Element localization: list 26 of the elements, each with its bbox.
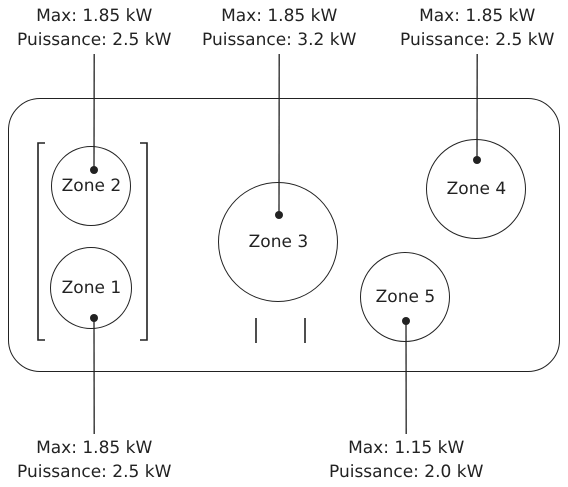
leader-line [90, 314, 98, 434]
leader-line [90, 54, 98, 174]
power-rating-text: Max: 1.85 kW [419, 5, 536, 28]
cooktop-outline [8, 98, 560, 372]
leader-line [402, 317, 410, 434]
zone-circle [218, 182, 338, 302]
zone-circle [426, 139, 526, 240]
zone-circle [51, 146, 132, 226]
zone-label: Zone 1 [62, 277, 122, 300]
power-rating-text: Puissance: 2.5 kW [17, 29, 172, 52]
leader-line [473, 54, 481, 164]
zone-label: Zone 3 [248, 231, 308, 254]
zone-label: Zone 4 [446, 178, 506, 202]
power-rating-text: Puissance: 2.0 kW [329, 461, 484, 484]
power-rating-text: Max: 1.85 kW [36, 437, 152, 460]
power-rating-text: Max: 1.85 kW [221, 5, 338, 28]
power-rating-text: Puissance: 2.5 kW [400, 29, 554, 52]
zone-circle [50, 247, 132, 330]
zone-circle [360, 252, 450, 342]
power-rating-text: Max: 1.85 kW [36, 5, 152, 28]
zone-label: Zone 2 [62, 175, 122, 198]
power-rating-text: Puissance: 3.2 kW [202, 29, 356, 52]
power-rating-text: Puissance: 2.5 kW [17, 461, 172, 484]
power-rating-text: Max: 1.15 kW [348, 437, 464, 460]
leader-line [275, 54, 283, 219]
zone-label: Zone 5 [376, 286, 436, 310]
